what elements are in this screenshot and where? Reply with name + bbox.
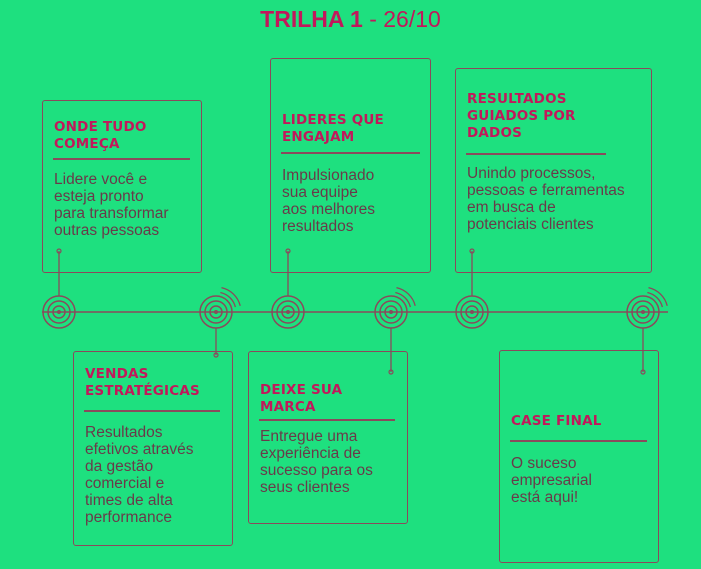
signal-arc-6-b (648, 286, 668, 306)
card-title: CASE FINAL (511, 413, 602, 429)
card-lideres-que-engajam: LIDERES QUE ENGAJAM Impulsionado sua equ… (270, 58, 431, 273)
title-date: - 26/10 (362, 6, 441, 32)
card-resultados-guiados: RESULTADOS GUIADOS POR DADOS Unindo proc… (455, 68, 652, 273)
timeline-node-5-middle (460, 300, 484, 324)
card-divider (259, 419, 395, 421)
card-text: Resultados efetivos através da gestão co… (85, 424, 194, 526)
card-text: Unindo processos, pessoas e ferramentas … (467, 165, 625, 233)
card-text: Lidere você e esteja pronto para transfo… (54, 171, 169, 239)
signal-arc-2-b (221, 286, 241, 306)
card-title: LIDERES QUE ENGAJAM (282, 112, 384, 145)
timeline-node-6-center (641, 310, 645, 314)
card-divider (281, 152, 420, 154)
timeline-node-5-inner (465, 305, 479, 319)
timeline-node-4-center (389, 310, 393, 314)
card-divider (84, 410, 220, 412)
connector-dot-4 (388, 369, 394, 375)
timeline-node-3-middle (276, 300, 300, 324)
signal-arc-2-a (220, 291, 237, 308)
connector-dot-2 (213, 352, 219, 358)
card-divider (53, 158, 190, 160)
timeline-node-4-inner (384, 305, 398, 319)
card-onde-tudo-comeca: ONDE TUDO COMEÇA Lidere você e esteja pr… (42, 100, 202, 273)
card-text: Entregue uma experiência de sucesso para… (260, 428, 373, 496)
timeline-node-3-center (286, 310, 290, 314)
timeline-node-4-middle (379, 300, 403, 324)
title-main: TRILHA 1 (260, 6, 363, 32)
card-title: ONDE TUDO COMEÇA (54, 119, 147, 152)
signal-arc-4-b (396, 286, 416, 306)
card-divider (510, 440, 647, 442)
signal-arc-4-a (395, 291, 412, 308)
page-title: TRILHA 1 - 26/10 (0, 6, 701, 33)
card-text: O suceso empresarial está aqui! (511, 455, 592, 506)
card-deixe-sua-marca: DEIXE SUA MARCA Entregue uma experiência… (248, 351, 408, 524)
timeline-node-6-middle (631, 300, 655, 324)
timeline-node-3-inner (281, 305, 295, 319)
timeline-node-1-center (57, 310, 61, 314)
timeline-node-6-inner (636, 305, 650, 319)
timeline-node-1-inner (52, 305, 66, 319)
timeline-node-2-center (214, 310, 218, 314)
timeline-node-2-middle (204, 300, 228, 324)
timeline-node-1-middle (47, 300, 71, 324)
card-vendas-estrategicas: VENDAS ESTRATÉGICAS Resultados efetivos … (73, 351, 233, 546)
timeline-node-2-inner (209, 305, 223, 319)
connector-dot-6 (640, 369, 646, 375)
timeline-node-5-center (470, 310, 474, 314)
card-title: VENDAS ESTRATÉGICAS (85, 366, 200, 399)
signal-arc-6-a (647, 291, 664, 308)
card-divider (466, 153, 606, 155)
card-case-final: CASE FINAL O suceso empresarial está aqu… (499, 350, 659, 563)
card-title: RESULTADOS GUIADOS POR DADOS (467, 91, 576, 141)
connector-dot-5 (469, 248, 475, 254)
connector-dot-1 (56, 248, 62, 254)
connector-dot-3 (285, 248, 291, 254)
card-title: DEIXE SUA MARCA (260, 382, 343, 415)
card-text: Impulsionado sua equipe aos melhores res… (282, 167, 376, 235)
